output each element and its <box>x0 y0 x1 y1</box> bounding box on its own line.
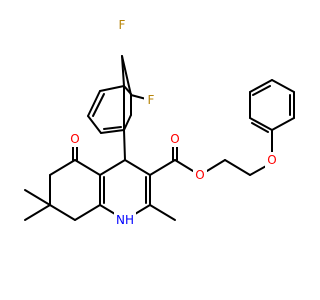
atom-o-ester-label: O <box>195 168 204 182</box>
bond <box>252 85 271 96</box>
bond <box>99 85 125 92</box>
atom-f-right-label: F <box>148 93 155 107</box>
bond <box>49 159 76 176</box>
bond <box>249 117 273 131</box>
bond <box>92 93 105 117</box>
bond <box>249 79 273 93</box>
bond <box>100 129 125 134</box>
bond <box>271 79 295 93</box>
bond <box>87 90 101 117</box>
atom-nh-label: NH <box>116 213 134 227</box>
atom-f-top: F <box>115 17 129 33</box>
bond <box>149 204 176 221</box>
bond <box>123 129 126 161</box>
atom-o-ether: O <box>265 152 279 168</box>
atom-o-ester: O <box>193 167 207 183</box>
bond <box>174 159 194 172</box>
molecule-structure: F F O O O O NH <box>24 17 295 228</box>
atom-o-ether-label: O <box>267 153 276 167</box>
bond <box>121 55 132 96</box>
bond <box>49 204 76 221</box>
bond <box>74 159 101 176</box>
bond <box>103 126 122 130</box>
bond <box>271 117 295 131</box>
atom-f-top-label: F <box>119 18 126 32</box>
atom-o-ketone-label: O <box>70 132 79 146</box>
bond <box>124 159 151 176</box>
bond <box>224 159 251 176</box>
atom-o-carbonyl-label: O <box>170 132 179 146</box>
bond <box>74 204 101 221</box>
bond <box>134 204 151 215</box>
bond <box>87 115 102 134</box>
bond <box>99 204 116 215</box>
atom-o-carbonyl: O <box>168 131 182 147</box>
bond <box>149 159 176 176</box>
atom-f-right: F <box>144 92 158 108</box>
atom-label-layer: F F O O O O NH <box>68 17 279 228</box>
bond <box>251 122 269 133</box>
atom-o-ketone: O <box>68 131 82 147</box>
bond <box>24 204 51 221</box>
bond-layer <box>24 55 295 221</box>
bond <box>206 159 226 172</box>
bond <box>123 114 132 131</box>
bond <box>99 159 126 176</box>
bond <box>24 189 51 206</box>
atom-nh: NH <box>114 212 136 228</box>
